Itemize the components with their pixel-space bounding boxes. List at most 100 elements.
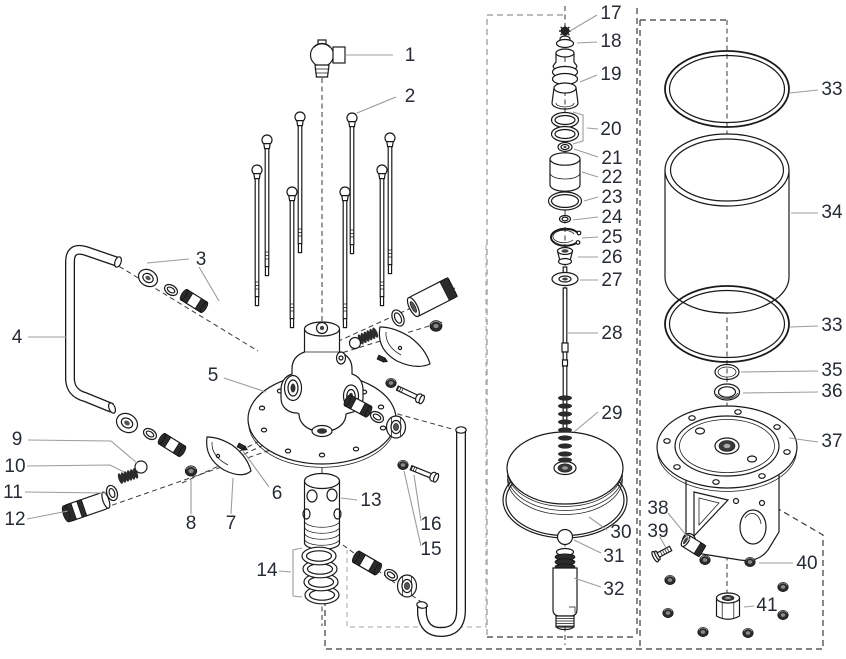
part-oring-pair (550, 111, 580, 143)
part-valve-seat (556, 246, 574, 266)
callout-35-35: 35 (821, 360, 842, 381)
right-box-bottom (324, 499, 824, 650)
right-box-top (639, 19, 727, 649)
part-piston-washer (551, 266, 579, 287)
callout-4-3: 4 (12, 327, 23, 348)
callouts: 1234567891011121314151617181920212223242… (3, 3, 843, 616)
part-ball-outlet (348, 336, 362, 350)
part-retaining-ring (550, 227, 582, 247)
part-upper-fitting-group (137, 268, 210, 315)
part-lower-fitting-group (350, 549, 418, 598)
callout-6-5: 6 (272, 483, 283, 504)
callout-1-0: 1 (405, 45, 416, 66)
callout-29-28: 29 (601, 403, 622, 424)
part-bolt-upper (394, 383, 427, 406)
callout-16-15: 16 (420, 514, 441, 535)
callout-leader-5 (223, 377, 267, 393)
middle-box-right (487, 8, 638, 638)
callout-15-14: 15 (420, 539, 441, 560)
callout-41-41: 41 (756, 595, 777, 616)
part-bolt-lower (408, 462, 441, 484)
part-packing-nut (715, 592, 741, 620)
callout-leader-16 (413, 474, 422, 522)
callout-10-9: 10 (4, 456, 25, 477)
callout-14-13: 14 (256, 560, 278, 581)
part-siphon-tube (65, 244, 122, 414)
callout-30-29: 30 (610, 522, 631, 543)
part-bolt-nut-lower (397, 459, 409, 471)
part-saddle-clip-right (378, 326, 431, 367)
part-rod-oring (714, 363, 740, 381)
callout-9-8: 9 (12, 429, 23, 450)
callout-22-21: 22 (601, 167, 622, 188)
part-nut-left (184, 465, 198, 477)
callout-leader-2 (356, 96, 397, 114)
callout-leader-41 (743, 605, 755, 608)
callout-leader-24 (572, 216, 599, 221)
callout-leader-31 (573, 539, 602, 554)
callout-7-6: 7 (226, 513, 237, 534)
callout-leader-29 (573, 411, 599, 433)
callout-17-16: 17 (600, 3, 621, 24)
part-return-tube (416, 426, 467, 638)
callout-5-4: 5 (208, 365, 219, 386)
callout-leader-32 (573, 577, 602, 588)
middle-box-left (486, 14, 563, 637)
part-screw (651, 545, 673, 563)
callout-25-24: 25 (601, 227, 622, 248)
middle-column-parts (502, 25, 628, 631)
callout-leader-7 (230, 477, 234, 515)
part-outlet-valve-housing (406, 277, 458, 318)
part-bolt-nut-upper (385, 377, 397, 389)
callout-28-27: 28 (601, 323, 622, 344)
callout-leader-14 (278, 570, 292, 573)
callout-leader-11 (24, 491, 107, 494)
part-cylinder-oring-top (664, 50, 790, 128)
callout-27-26: 27 (601, 270, 622, 291)
callout-leader-22 (581, 171, 599, 178)
part-nut-right (429, 320, 443, 332)
callout-2-1: 2 (405, 86, 416, 107)
callout-34-33: 34 (821, 202, 843, 223)
callout-leader-33 (789, 325, 819, 328)
part-diaphragm-plate (506, 431, 624, 515)
callout-leader-13 (340, 497, 358, 501)
part-bleed-valve (309, 39, 346, 78)
callout-leader-10 (26, 464, 125, 473)
callout-leader-25 (581, 236, 599, 239)
gray-box (346, 245, 487, 628)
callout-39-39: 39 (647, 521, 668, 542)
callout-leader-3 (146, 258, 190, 264)
right-column-parts (651, 50, 798, 639)
callout-leader-39 (659, 536, 667, 549)
callout-leader-17 (569, 14, 598, 32)
part-cylinder-oring-bottom (664, 285, 790, 363)
callout-leader-33 (789, 89, 819, 94)
part-lower-housing (656, 405, 798, 562)
callout-leader-36 (742, 391, 819, 394)
callout-37-37: 37 (821, 431, 842, 452)
part-cylinder-sleeve (549, 152, 581, 192)
callout-31-30: 31 (603, 546, 624, 567)
callout-36-36: 36 (821, 381, 842, 402)
callout-26-25: 26 (601, 247, 622, 268)
callout-13-12: 13 (360, 490, 381, 511)
part-foot-valve-ball (556, 528, 574, 546)
callout-24-23: 24 (601, 207, 623, 228)
callout-leader-37 (788, 437, 819, 443)
callout-leader-9 (27, 439, 138, 464)
callout-leader-14 (292, 547, 303, 598)
callout-leader-20 (586, 127, 599, 130)
callout-23-22: 23 (601, 187, 622, 208)
part-piston-spring (558, 395, 572, 463)
part-rod-seal (713, 383, 741, 401)
part-oring-stack (301, 546, 340, 605)
callout-leader-21 (573, 148, 599, 158)
part-cap (555, 35, 575, 49)
part-cylinder (664, 133, 790, 314)
callout-leader-15 (403, 470, 422, 547)
part-foot-valve (552, 547, 578, 631)
callout-21-20: 21 (601, 148, 622, 169)
